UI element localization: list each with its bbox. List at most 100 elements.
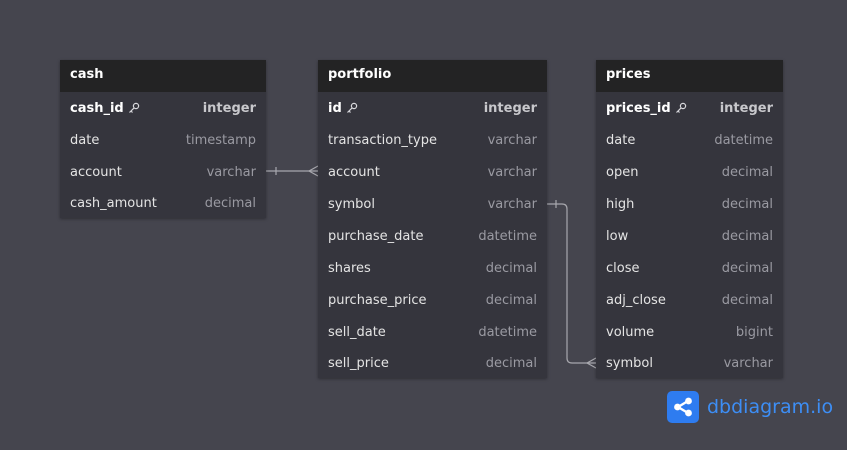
column-type: timestamp xyxy=(185,132,256,148)
primary-key-icon xyxy=(346,102,358,114)
column-name-text: transaction_type xyxy=(328,132,437,148)
column-name: symbol xyxy=(328,197,375,212)
column-row-transaction-type[interactable]: transaction_type varchar xyxy=(318,124,547,156)
column-name: prices_id xyxy=(606,101,687,116)
column-name-text: low xyxy=(606,228,629,244)
column-row-date[interactable]: date timestamp xyxy=(60,124,266,156)
column-row-close[interactable]: close decimal xyxy=(596,252,783,284)
column-type: varchar xyxy=(206,164,256,180)
column-name-text: purchase_price xyxy=(328,292,427,308)
column-name: transaction_type xyxy=(328,133,437,148)
column-name-text: account xyxy=(328,164,380,180)
column-name: sell_date xyxy=(328,325,386,340)
column-row-open[interactable]: open decimal xyxy=(596,156,783,188)
column-name: cash_amount xyxy=(70,196,157,211)
column-name: sell_price xyxy=(328,356,389,371)
column-row-symbol[interactable]: symbol varchar xyxy=(318,188,547,220)
column-name-text: id xyxy=(328,100,342,116)
table-header-cash[interactable]: cash xyxy=(60,60,266,92)
column-name: shares xyxy=(328,261,371,276)
column-type: datetime xyxy=(478,324,537,340)
column-type: bigint xyxy=(735,324,773,340)
column-type: decimal xyxy=(721,260,773,276)
column-type: varchar xyxy=(487,164,537,180)
column-type: decimal xyxy=(721,164,773,180)
column-type: integer xyxy=(719,100,773,116)
column-type: varchar xyxy=(487,196,537,212)
table-prices[interactable]: prices prices_id integer date datetime open d… xyxy=(596,60,783,378)
share-nodes-icon xyxy=(667,391,699,423)
relationship-cash-portfolio[interactable] xyxy=(266,165,319,177)
column-name-text: volume xyxy=(606,324,655,340)
column-type: decimal xyxy=(721,196,773,212)
column-name: close xyxy=(606,261,639,276)
many-end-marker xyxy=(307,165,319,177)
column-name: high xyxy=(606,197,634,212)
column-name: purchase_date xyxy=(328,229,424,244)
column-row-shares[interactable]: shares decimal xyxy=(318,252,547,284)
column-name: adj_close xyxy=(606,293,666,308)
column-name: account xyxy=(328,165,380,180)
column-name: cash_id xyxy=(70,101,140,116)
column-name: low xyxy=(606,229,628,244)
column-type: datetime xyxy=(478,228,537,244)
relationship-line xyxy=(547,203,596,364)
many-end-marker xyxy=(585,357,597,369)
column-type: decimal xyxy=(721,228,773,244)
column-row-cash-amount[interactable]: cash_amount decimal xyxy=(60,188,266,218)
column-row-low[interactable]: low decimal xyxy=(596,220,783,252)
relationship-portfolio-prices[interactable] xyxy=(547,200,597,369)
column-row-sell-date[interactable]: sell_date datetime xyxy=(318,316,547,348)
primary-key-icon xyxy=(675,102,687,114)
column-name-text: date xyxy=(606,132,636,148)
column-name-text: sell_price xyxy=(328,355,389,371)
column-row-high[interactable]: high decimal xyxy=(596,188,783,220)
column-name-text: cash_amount xyxy=(70,195,157,211)
column-type: decimal xyxy=(204,195,256,211)
brand-text: dbdiagram.io xyxy=(707,396,834,418)
table-header-portfolio[interactable]: portfolio xyxy=(318,60,547,92)
column-name: date xyxy=(70,133,99,148)
column-row-account[interactable]: account varchar xyxy=(318,156,547,188)
column-name-text: purchase_date xyxy=(328,228,424,244)
column-row-symbol[interactable]: symbol varchar xyxy=(596,348,783,378)
table-header-prices[interactable]: prices xyxy=(596,60,783,92)
column-type: datetime xyxy=(714,132,773,148)
column-type: decimal xyxy=(485,260,537,276)
column-name: open xyxy=(606,165,638,180)
column-name: id xyxy=(328,101,358,116)
column-type: varchar xyxy=(487,132,537,148)
column-name: account xyxy=(70,165,122,180)
column-row-purchase-date[interactable]: purchase_date datetime xyxy=(318,220,547,252)
column-row-prices-id[interactable]: prices_id integer xyxy=(596,92,783,124)
column-type: integer xyxy=(483,100,537,116)
column-row-id[interactable]: id integer xyxy=(318,92,547,124)
brand-watermark[interactable]: dbdiagram.io xyxy=(667,391,833,423)
column-row-account[interactable]: account varchar xyxy=(60,156,266,188)
column-name: date xyxy=(606,133,635,148)
primary-key-icon xyxy=(128,102,140,114)
column-name-text: account xyxy=(70,164,122,180)
column-name-text: close xyxy=(606,260,640,276)
column-name-text: cash_id xyxy=(70,100,124,116)
column-type: varchar xyxy=(723,355,773,371)
column-name-text: date xyxy=(70,132,100,148)
column-type: decimal xyxy=(485,292,537,308)
column-name-text: symbol xyxy=(328,196,375,212)
column-name: symbol xyxy=(606,356,653,371)
column-row-volume[interactable]: volume bigint xyxy=(596,316,783,348)
column-row-date[interactable]: date datetime xyxy=(596,124,783,156)
column-name-text: prices_id xyxy=(606,100,671,116)
column-row-purchase-price[interactable]: purchase_price decimal xyxy=(318,284,547,316)
column-name-text: shares xyxy=(328,260,371,276)
